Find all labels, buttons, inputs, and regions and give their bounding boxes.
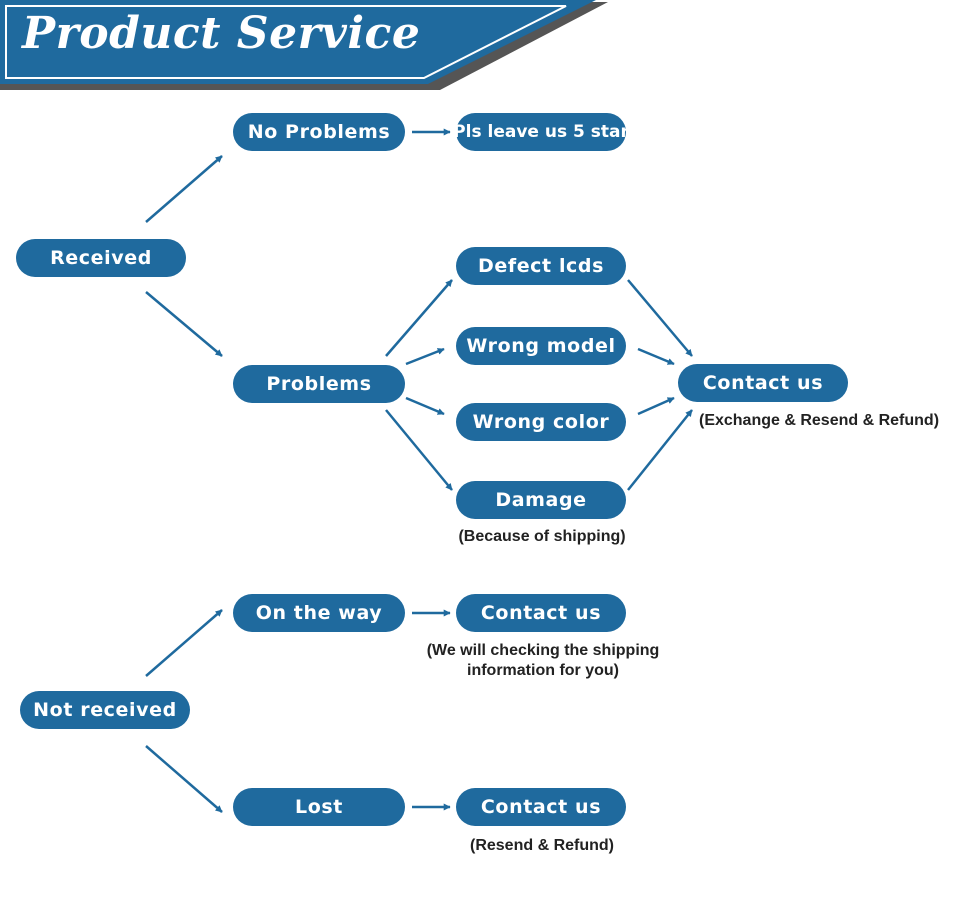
node-problems: Problems (233, 365, 405, 403)
banner-title: Product Service (22, 8, 421, 59)
node-leave-5-star: Pls leave us 5 star (453, 113, 629, 151)
banner-inner-border (5, 5, 567, 79)
note-because-of-shipping: (Because of shipping) (458, 528, 626, 545)
node-no-problems: No Problems (233, 113, 405, 151)
node-contact-us-lost: Contact us (456, 788, 626, 826)
arrow-problems-to-wrong-model (405, 347, 445, 366)
arrow-not-received-to-lost (145, 745, 223, 813)
node-wrong-model: Wrong model (456, 327, 626, 365)
arrow-received-to-problems (145, 291, 223, 357)
node-wrong-color: Wrong color (456, 403, 626, 441)
arrow-not-received-to-on-the-way (145, 609, 223, 677)
note-exchange-resend-refund: (Exchange & Resend & Refund) (698, 412, 940, 429)
node-contact-us-problems: Contact us (678, 364, 848, 402)
note-resend-refund: (Resend & Refund) (470, 837, 614, 854)
node-contact-us-on-the-way: Contact us (456, 594, 626, 632)
node-lost: Lost (233, 788, 405, 826)
arrow-wrong-color-to-contact (637, 396, 675, 416)
note-checking-line1: (We will checking the shipping (426, 642, 660, 659)
arrow-damage-to-contact (627, 409, 693, 491)
node-defect-lcds: Defect lcds (456, 247, 626, 285)
node-damage: Damage (456, 481, 626, 519)
arrow-received-to-no-problems (145, 155, 223, 223)
title-banner (0, 0, 608, 90)
banner-fill (0, 0, 596, 84)
note-checking-line2: information for you) (467, 662, 619, 679)
arrow-defect-to-contact (627, 279, 693, 357)
arrow-wrong-model-to-contact (637, 347, 675, 366)
arrow-problems-to-defect (385, 279, 453, 357)
arrow-problems-to-wrong-color (405, 396, 445, 416)
arrow-problems-to-damage (385, 409, 453, 491)
node-on-the-way: On the way (233, 594, 405, 632)
node-not-received: Not received (20, 691, 190, 729)
node-received: Received (16, 239, 186, 277)
